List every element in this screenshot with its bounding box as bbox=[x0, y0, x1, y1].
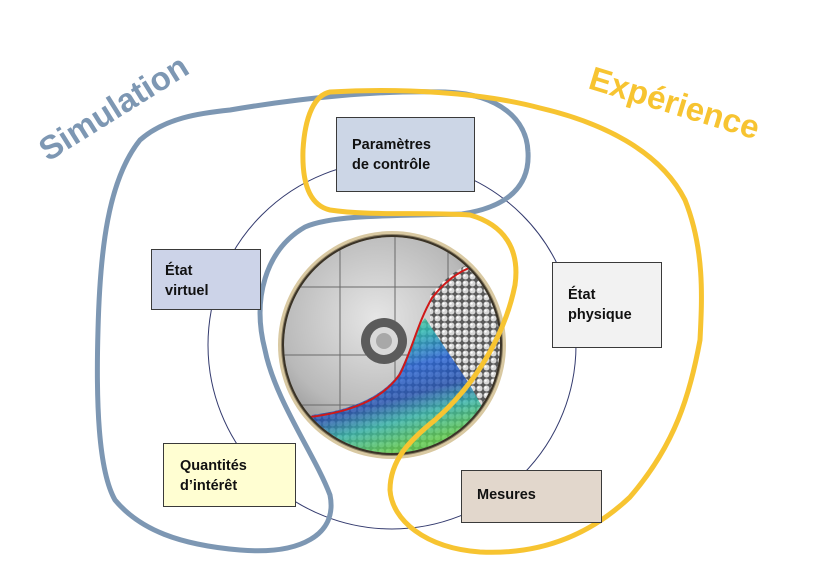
virtual-state-box: État virtuel bbox=[151, 249, 261, 310]
physical-state-box: État physique bbox=[552, 262, 662, 348]
measurements-box: Mesures bbox=[461, 470, 602, 523]
granular-drum-image bbox=[278, 231, 506, 459]
experience-region bbox=[300, 88, 704, 555]
simulation-label: Simulation bbox=[32, 47, 195, 168]
simulation-region bbox=[94, 89, 531, 554]
quantities-of-interest-box: Quantités d’intérêt bbox=[163, 443, 296, 507]
control-parameters-box: Paramètres de contrôle bbox=[336, 117, 475, 192]
